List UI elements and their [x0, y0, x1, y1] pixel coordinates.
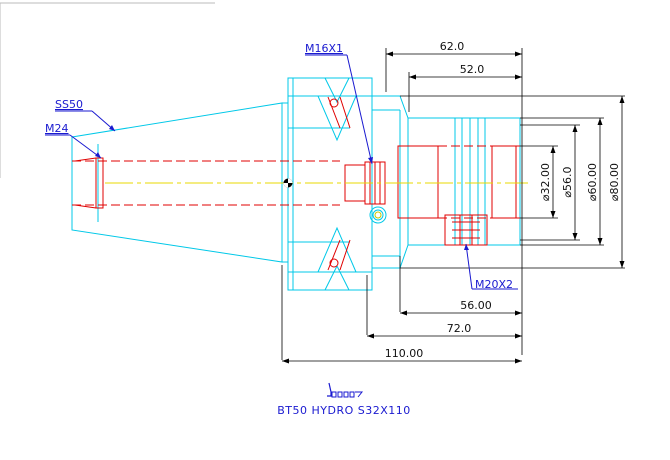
callout-m24: M24 — [45, 122, 69, 135]
dim-72: 72.0 — [447, 322, 472, 335]
dim-dia-56: ⌀56.0 — [561, 166, 574, 197]
callout-m20x2: M20X2 — [475, 278, 513, 291]
coolant-port — [369, 206, 387, 224]
dim-dia-80: ⌀80.00 — [608, 163, 621, 201]
dim-62: 62.0 — [440, 40, 465, 53]
drawing-caption: BT50 HYDRO S32X110 — [277, 404, 411, 417]
callout-m16x1: M16X1 — [305, 42, 343, 55]
dim-dia-32: ⌀32.00 — [539, 163, 552, 201]
callout-ss50: SS50 — [55, 98, 83, 111]
dim-52: 52.0 — [460, 63, 485, 76]
tool-holder-outline — [71, 77, 521, 291]
dim-110: 110.00 — [385, 347, 424, 360]
callout-leaders — [45, 54, 518, 290]
flange — [287, 77, 373, 291]
hidden-lines — [72, 96, 520, 271]
iscar-logo: iscar — [327, 382, 364, 398]
dimensions — [281, 48, 625, 364]
dim-dia-60: ⌀60.00 — [586, 163, 599, 201]
dim-56: 56.00 — [460, 299, 492, 312]
logo-text: iscar — [345, 388, 353, 392]
